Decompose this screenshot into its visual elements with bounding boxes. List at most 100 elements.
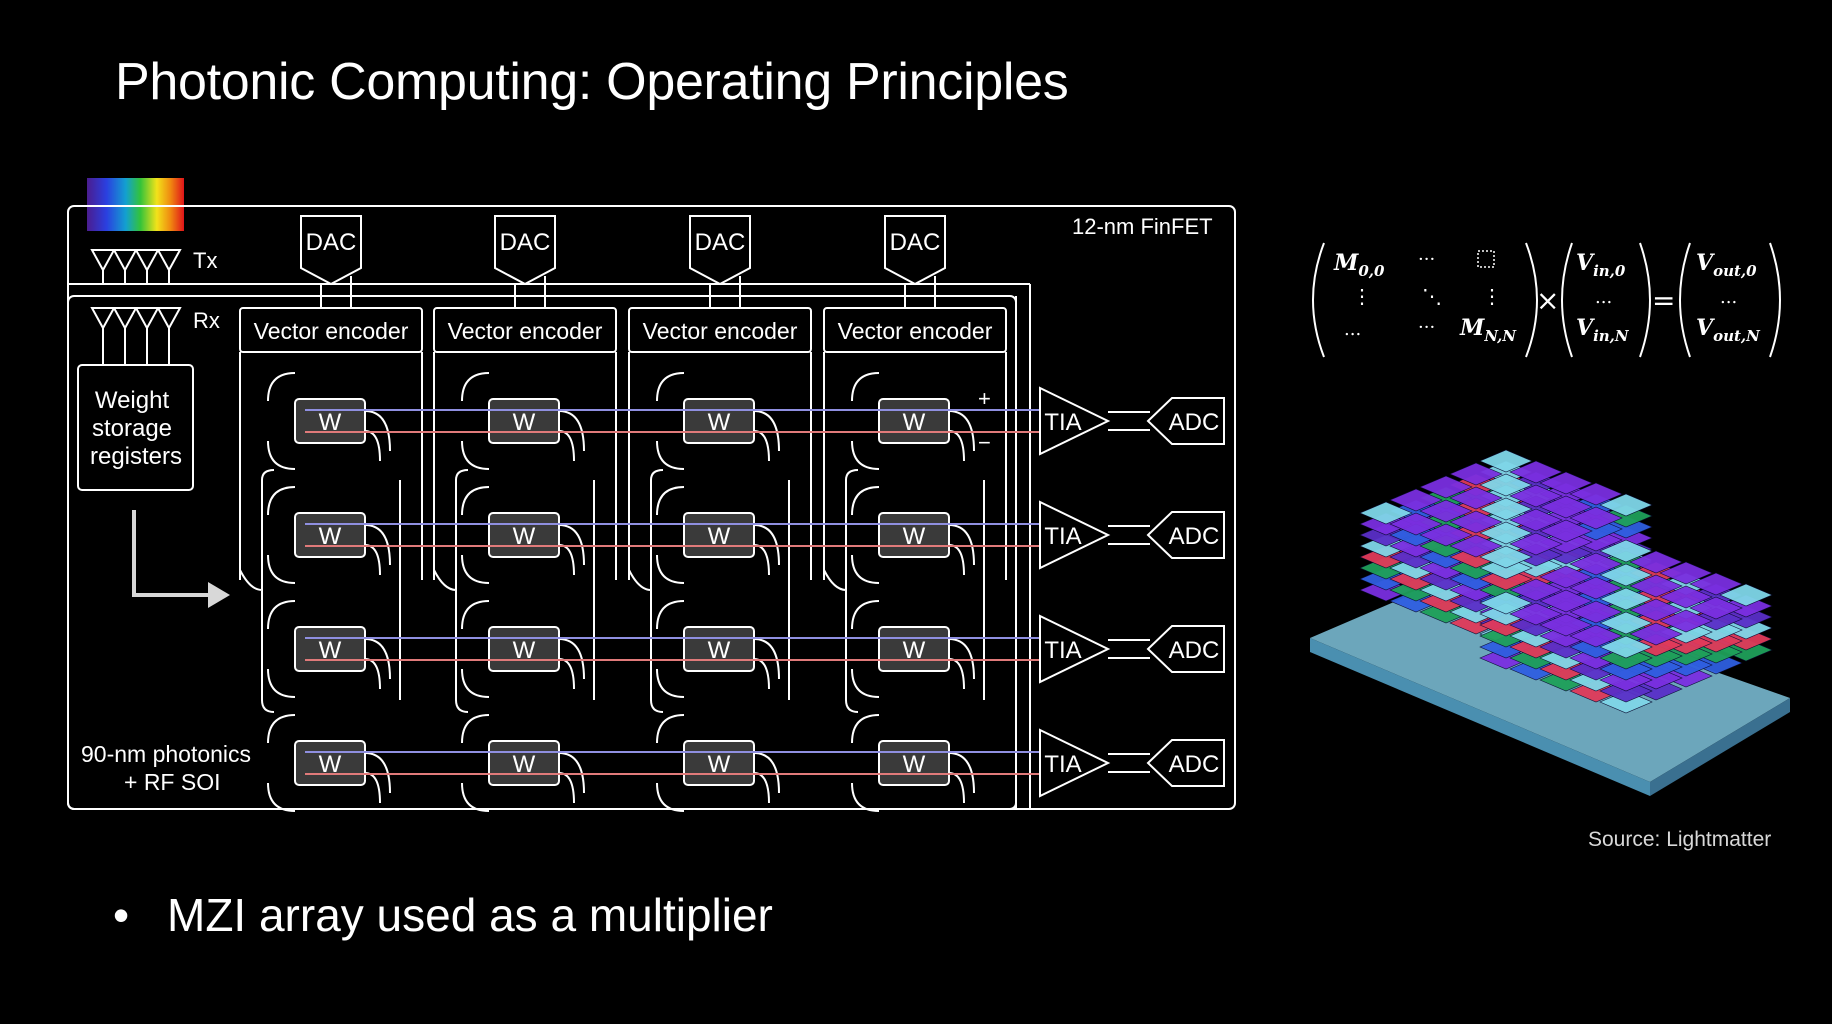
adc-block bbox=[1146, 511, 1225, 559]
chip-tile bbox=[1449, 534, 1503, 558]
vector-encoder-label: Vector encoder bbox=[448, 318, 603, 344]
rx-coupler bbox=[134, 307, 160, 331]
vector-voutn: Vout,N bbox=[1696, 315, 1761, 345]
chip-tile bbox=[1479, 473, 1533, 497]
weight-storage-line1: Weight bbox=[95, 387, 170, 414]
chip-tile bbox=[1539, 613, 1593, 637]
tx-rx-couplers bbox=[90, 249, 182, 365]
w-label: W bbox=[903, 523, 926, 550]
source-note: Source: Lightmatter bbox=[1588, 828, 1772, 851]
w-label: W bbox=[319, 523, 342, 550]
tia-block bbox=[1039, 386, 1111, 456]
w-label: W bbox=[903, 409, 926, 436]
matrix-ddots: ⋱ bbox=[1422, 284, 1442, 308]
w-label: W bbox=[513, 409, 536, 436]
vector-vin0: Vin,0 bbox=[1576, 250, 1626, 280]
vector-encoder bbox=[239, 307, 423, 353]
times-sign: × bbox=[1536, 284, 1559, 317]
bullet-dot: • bbox=[113, 889, 130, 941]
matrix-m0n-placeholder bbox=[1477, 250, 1495, 268]
chip-tile bbox=[1479, 497, 1533, 521]
vector-encoder-label: Vector encoder bbox=[254, 318, 409, 344]
matrix-coln-vdots: ⋮ bbox=[1482, 284, 1502, 308]
vector-encoder-label: Vector encoder bbox=[643, 318, 798, 344]
chip-stack-render bbox=[1310, 449, 1790, 796]
tx-coupler bbox=[134, 249, 160, 273]
w-label: W bbox=[319, 751, 342, 778]
tia-label: TIA bbox=[1044, 751, 1081, 778]
adc-label: ADC bbox=[1169, 637, 1220, 664]
tia-block bbox=[1039, 614, 1111, 684]
signal-lines bbox=[305, 409, 1040, 775]
tx-coupler bbox=[156, 249, 182, 273]
w-label: W bbox=[708, 751, 731, 778]
chip-tile bbox=[1659, 609, 1713, 633]
chip-tile bbox=[1599, 587, 1653, 611]
rx-label: Rx bbox=[193, 308, 220, 333]
w-label: W bbox=[708, 409, 731, 436]
chip-tile bbox=[1629, 598, 1683, 622]
chip-tile bbox=[1359, 501, 1413, 525]
adc-block bbox=[1146, 625, 1225, 673]
chip-tile bbox=[1509, 508, 1563, 532]
tia-block bbox=[1039, 500, 1111, 570]
w-label: W bbox=[708, 523, 731, 550]
slide-title: Photonic Computing: Operating Principles bbox=[115, 53, 1069, 111]
adc-label: ADC bbox=[1169, 751, 1220, 778]
chip-tile bbox=[1569, 506, 1623, 530]
tia-label: TIA bbox=[1044, 523, 1081, 550]
photonics-label-line1: 90-nm photonics bbox=[81, 741, 251, 767]
equals-sign: = bbox=[1652, 284, 1675, 317]
chip-tile bbox=[1689, 596, 1743, 620]
w-label: W bbox=[903, 637, 926, 664]
plus-label: + bbox=[978, 386, 991, 411]
matrix-row0-hdots: ··· bbox=[1418, 249, 1435, 270]
dac-label: DAC bbox=[306, 229, 357, 256]
weight-load-arrow bbox=[132, 510, 215, 597]
bullet-item: •MZI array used as a multiplier bbox=[113, 888, 773, 942]
w-label: W bbox=[319, 409, 342, 436]
chip-tile bbox=[1539, 519, 1593, 543]
matrix-col0-vdots: ⋮ bbox=[1352, 284, 1372, 308]
chip-tile bbox=[1509, 532, 1563, 556]
vector-out-ellipsis: ... bbox=[1720, 287, 1737, 308]
chip-tile bbox=[1509, 484, 1563, 508]
chip-tile bbox=[1539, 565, 1593, 589]
chip-tile bbox=[1539, 589, 1593, 613]
matrix-vector-equation: M0,0 ··· ⋮ ⋱ ⋮ ... ··· MN,N × Vin,0 ... … bbox=[1312, 242, 1781, 358]
dac-block bbox=[300, 215, 362, 286]
chip-tile bbox=[1569, 600, 1623, 624]
w-label: W bbox=[513, 637, 536, 664]
adc-block bbox=[1146, 397, 1225, 445]
chip-tile bbox=[1599, 493, 1653, 517]
chip-tile bbox=[1419, 523, 1473, 547]
adc-label: ADC bbox=[1169, 523, 1220, 550]
chip-tile bbox=[1479, 449, 1533, 473]
dac-block bbox=[494, 215, 556, 286]
chip-tile bbox=[1449, 462, 1503, 486]
w-label: W bbox=[708, 637, 731, 664]
matrix-row-n-ellipsis: ... bbox=[1344, 319, 1361, 340]
w-label: W bbox=[319, 637, 342, 664]
tia-label: TIA bbox=[1044, 637, 1081, 664]
chip-tile bbox=[1569, 552, 1623, 576]
tx-label: Tx bbox=[193, 248, 217, 273]
chip-tile bbox=[1539, 495, 1593, 519]
dac-block bbox=[689, 215, 751, 286]
chip-tile bbox=[1449, 510, 1503, 534]
dac-label: DAC bbox=[500, 229, 551, 256]
chip-tile bbox=[1599, 635, 1653, 659]
chip-tile bbox=[1449, 486, 1503, 510]
adc-block bbox=[1146, 739, 1225, 787]
rx-coupler bbox=[90, 307, 116, 331]
chip-tile bbox=[1509, 460, 1563, 484]
adc-label: ADC bbox=[1169, 409, 1220, 436]
chip-tile bbox=[1479, 591, 1533, 615]
w-label: W bbox=[513, 523, 536, 550]
chip-tile bbox=[1629, 574, 1683, 598]
light-spectrum bbox=[87, 178, 184, 231]
photonics-label-line2: + RF SOI bbox=[124, 769, 221, 795]
chip-tile bbox=[1599, 539, 1653, 563]
w-label: W bbox=[513, 751, 536, 778]
